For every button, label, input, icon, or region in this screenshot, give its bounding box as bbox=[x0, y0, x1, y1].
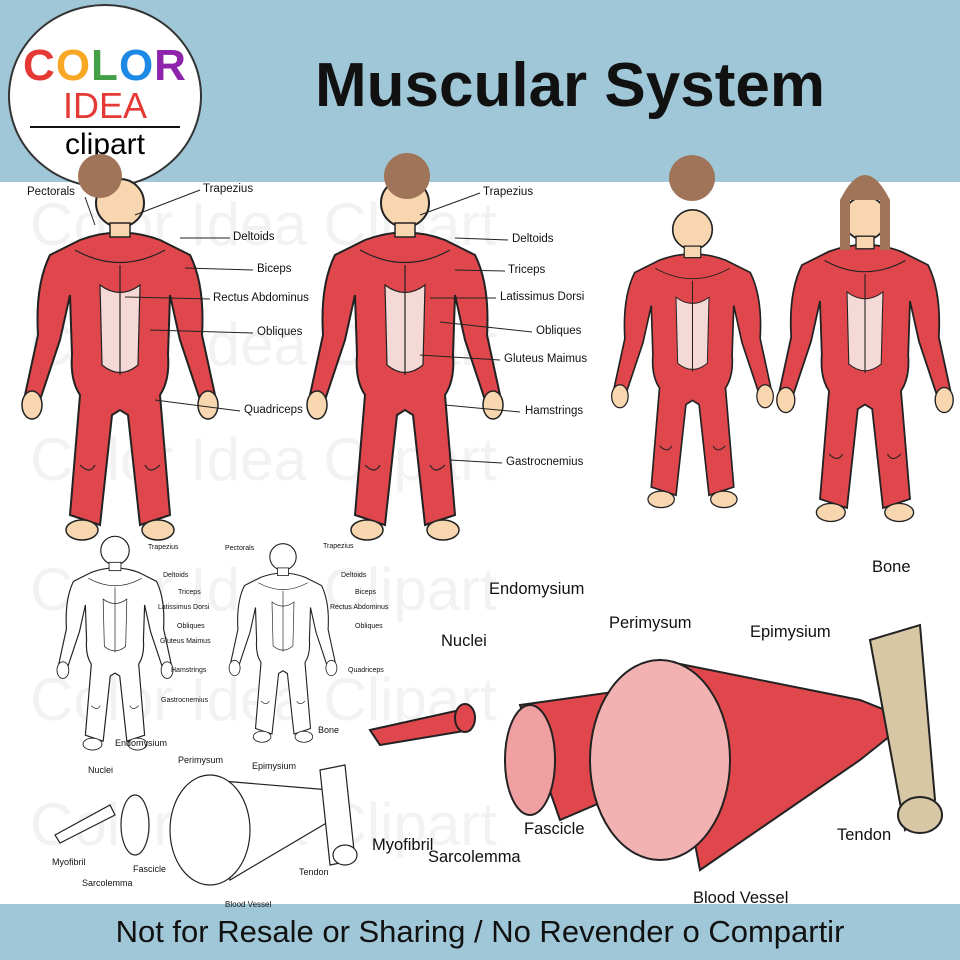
logo-letter: O bbox=[118, 41, 155, 90]
label-fascicle: Fascicle bbox=[524, 820, 585, 838]
label-sarcolemma: Sarcolemma bbox=[82, 878, 133, 888]
logo-letter: R bbox=[154, 41, 187, 90]
label-trapezius: Trapezius bbox=[323, 543, 354, 550]
logo-word-idea: IDEA bbox=[62, 85, 148, 126]
label-triceps: Triceps bbox=[508, 264, 546, 276]
label-deltoids: Deltoids bbox=[233, 231, 275, 243]
label-biceps: Biceps bbox=[257, 263, 292, 275]
label-epimysium: Epimysium bbox=[252, 761, 297, 771]
label-pectorals: Pectorals bbox=[225, 545, 255, 552]
label-gastrocnemius: Gastrocnemius bbox=[506, 456, 584, 468]
label-epimysium: Epimysium bbox=[750, 623, 831, 641]
label-blood-vessel: Blood Vessel bbox=[693, 889, 789, 907]
label-bone: Bone bbox=[318, 725, 340, 735]
male-front-figure bbox=[20, 177, 220, 542]
label-trapezius: Trapezius bbox=[483, 186, 534, 198]
label-obliques: Obliques bbox=[257, 326, 303, 338]
label-nuclei: Nuclei bbox=[88, 765, 114, 775]
label-deltoids: Deltoids bbox=[341, 572, 367, 579]
logo-word-color: COLOR bbox=[10, 44, 200, 88]
label-gastrocnemius: Gastrocnemius bbox=[161, 697, 209, 704]
label-biceps: Biceps bbox=[355, 589, 377, 596]
page-title: Muscular System bbox=[315, 51, 825, 120]
label-trapezius: Trapezius bbox=[148, 544, 179, 551]
label-obliques: Obliques bbox=[536, 325, 582, 337]
label-myofibril: Myofibril bbox=[52, 857, 86, 867]
label-gluteus: Gluteus Maimus bbox=[504, 353, 588, 365]
label-deltoids: Deltoids bbox=[512, 233, 554, 245]
label-deltoids: Deltoids bbox=[163, 572, 189, 579]
label-endomysium: Endomysium bbox=[489, 580, 585, 598]
logo-letter: C bbox=[23, 41, 56, 90]
label-triceps: Triceps bbox=[178, 589, 201, 596]
label-latissimus-dorsi: Latissimus Dorsi bbox=[158, 604, 210, 611]
label-quadriceps: Quadriceps bbox=[348, 667, 384, 674]
label-rectus-abdominus: Rectus Abdominus bbox=[330, 604, 389, 611]
line-art-front-figure bbox=[228, 543, 338, 743]
logo-letter: O bbox=[55, 41, 92, 90]
footer-notice: Not for Resale or Sharing / No Revender … bbox=[0, 904, 960, 960]
label-tendon: Tendon bbox=[837, 826, 892, 844]
label-endomysium: Endomysium bbox=[115, 738, 168, 748]
label-perimysum: Perimysum bbox=[609, 614, 692, 632]
label-hamstrings: Hamstrings bbox=[525, 405, 584, 417]
label-bone: Bone bbox=[872, 558, 911, 576]
female-back-figure bbox=[610, 208, 775, 509]
muscle-fiber-diagram bbox=[368, 623, 943, 872]
label-fascicle: Fascicle bbox=[133, 864, 167, 874]
logo-letter: L bbox=[91, 41, 119, 90]
label-obliques: Obliques bbox=[355, 623, 383, 630]
label-tendon: Tendon bbox=[299, 867, 329, 877]
label-hamstrings: Hamstrings bbox=[171, 667, 207, 674]
label-latissimus-dorsi: Latissimus Dorsi bbox=[500, 291, 585, 303]
label-gluteus: Gluteus Maimus bbox=[160, 638, 211, 645]
label-obliques: Obliques bbox=[177, 623, 205, 630]
label-myofibril: Myofibril bbox=[372, 836, 434, 854]
label-rectus-abdominus: Rectus Abdominus bbox=[213, 292, 309, 304]
label-nuclei: Nuclei bbox=[441, 632, 487, 650]
label-sarcolemma: Sarcolemma bbox=[428, 848, 521, 866]
label-trapezius: Trapezius bbox=[203, 183, 254, 195]
line-art-back-figure bbox=[56, 535, 174, 751]
label-perimysum: Perimysum bbox=[178, 755, 224, 765]
label-quadriceps: Quadriceps bbox=[244, 404, 303, 416]
label-pectorals: Pectorals bbox=[27, 186, 75, 198]
female-front-figure bbox=[775, 195, 955, 523]
label-blood-vessel: Blood Vessel bbox=[225, 900, 272, 909]
logo: COLOR IDEA clipart bbox=[8, 4, 202, 188]
male-back-figure bbox=[305, 177, 505, 542]
